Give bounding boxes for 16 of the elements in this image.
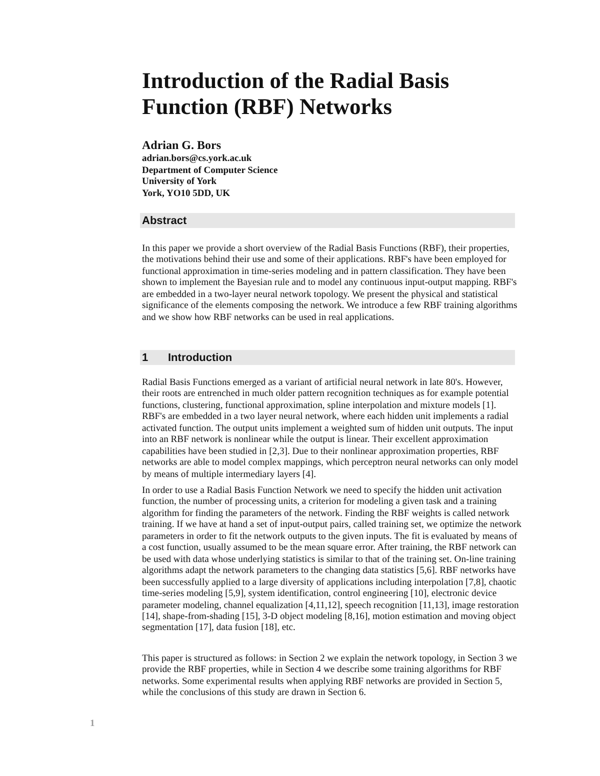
- email-address: adrian.bors@cs.york.ac.uk: [142, 154, 252, 166]
- section-heading: Abstract: [141, 214, 187, 226]
- section-heading: Introduction: [167, 352, 232, 364]
- section-heading-band: [140, 350, 515, 365]
- abstract-paragraph: In this paper we provide a short overview of the Radial Basis Functions (RBF), their properties, the motivations behind their use and some of their applications. RBF's have been employed for functional approximation in time-series modeling and in pattern classification. They have been shown to implement the Bayesian rule and to model any continuous input-output mapping. RBF's are embedded in a two-layer neural network topology. We present the physical and statistical significance of the elements composing the network. We introduce a few RBF training algorithms and we show how RBF networks can be used in real applications.: [142, 243, 518, 324]
- section-number: 1: [141, 352, 150, 364]
- page-number: 1: [90, 719, 95, 730]
- department-name: Department of Computer Science: [142, 166, 278, 177]
- body-paragraph: In order to use a Radial Basis Function Network we need to specify the hidden unit activation function, the number of processing units, a criterion for modeling a given task and a training algorithm for finding the parameters of the network. Finding the RBF weights is called network training. If we have at hand a set of input-output pairs, called training set, we optimize the network parameters in order to fit the network outputs to the given inputs. The fit is evaluated by means of a cost function, usually assumed to be the mean square error. After training, the RBF network can be used with data whose underlying statistics is similar to that of the training set. On-line training algorithms adapt the network parameters to the changing data statistics [5,6]. RBF networks have been successfully applied to a large diversity of applications including interpolation [7,8], chaotic time-series modeling [5,9], system identification, control engineering [10], electronic device parameter modeling, channel equalization [4,11,12], speech recognition [11,13], image restoration [14], shape-from-shading [15], 3-D object modeling [8,16], motion estimation and moving object segmentation [17], data fusion [18], etc.: [142, 485, 522, 634]
- postal-address: York, YO10 5DD, UK: [142, 188, 230, 200]
- author-name: Adrian G. Bors: [142, 138, 222, 152]
- paper-title: Introduction of the Radial Basis Function (RBF) Networks: [142, 68, 450, 120]
- body-paragraph: Radial Basis Functions emerged as a variant of artificial neural network in late 80's. However, their roots are entrenched in much older pattern recognition techniques as for example potential functions, clustering, functional approximation, spline interpolation and mixture models [1]. RBF's are embedded in a two layer neural network, where each hidden unit implements a radial activated function. The output units implement a weighted sum of hidden unit outputs. The input into an RBF network is nonlinear while the output is linear. Their excellent approximation capabilities have been studied in [2,3]. Due to their nonlinear approximation properties, RBF networks are able to model complex mappings, which perceptron neural networks can only model by means of multiple intermediary layers [4].: [142, 377, 520, 480]
- university-name: University of York: [142, 177, 217, 188]
- body-paragraph: This paper is structured as follows: in Section 2 we explain the network topology, in Section 3 we provide the RBF properties, while in Section 4 we describe some training algorithms for RBF networks. Some experimental results when applying RBF networks are provided in Section 5, while the conclusions of this study are drawn in Section 6.: [142, 653, 518, 699]
- section-heading-band: [140, 213, 515, 228]
